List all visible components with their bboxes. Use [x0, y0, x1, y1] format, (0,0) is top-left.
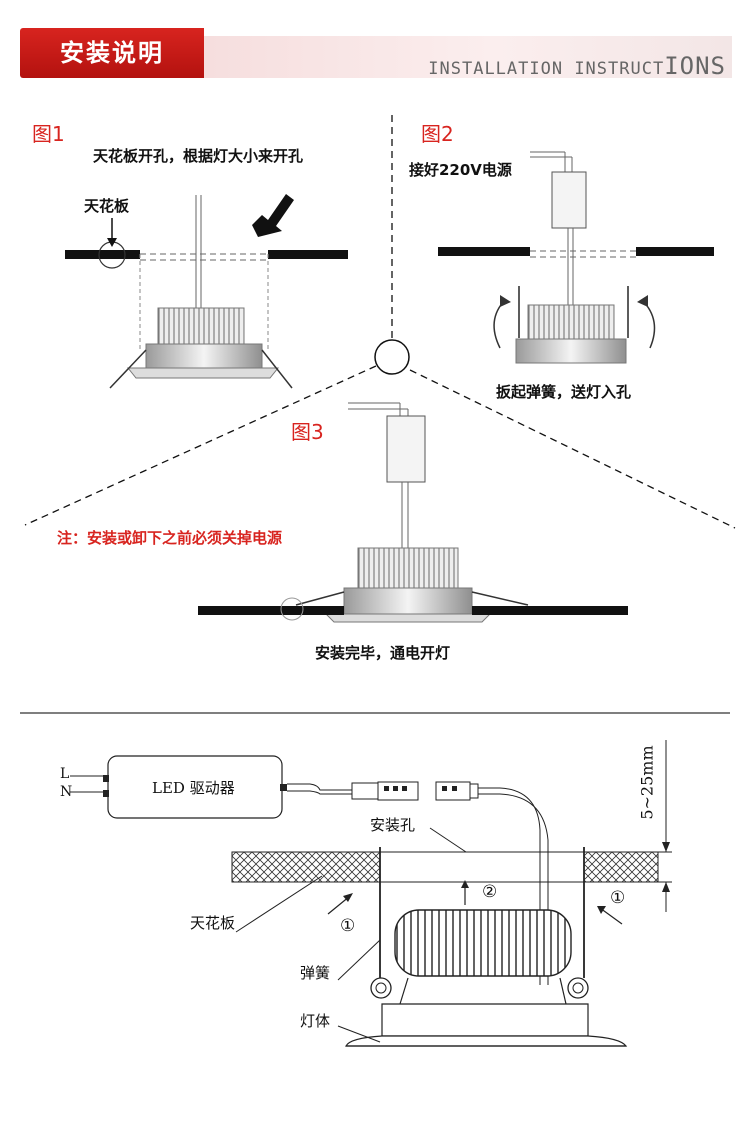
- fig2-power-caption: 接好220V电源: [409, 161, 512, 179]
- fig1-label: 图1: [32, 122, 65, 146]
- step-2-marker: ②: [482, 882, 498, 902]
- lamp-body-label: 灯体: [300, 1012, 331, 1030]
- header-bar: INSTALLATION INSTRUCTIONS: [204, 36, 732, 80]
- technical-diagram: [70, 740, 672, 1047]
- figure-dividers: [24, 115, 736, 529]
- ceiling-board-label: 天花板: [190, 914, 236, 932]
- fig2-drawing: [438, 151, 714, 364]
- fig3-done-caption: 安装完毕，通电开灯: [315, 644, 451, 662]
- mounting-hole-label: 安装孔: [370, 816, 416, 834]
- ceiling-label: 天花板: [84, 197, 130, 215]
- fig2-action-caption: 扳起弹簧，送灯入孔: [496, 383, 632, 401]
- fig1-caption: 天花板开孔，根据灯大小来开孔: [93, 147, 304, 165]
- header-english-title: INSTALLATION INSTRUCTIONS: [428, 52, 726, 80]
- spring-label: 弹簧: [300, 964, 331, 982]
- safety-warning: 注：安装或卸下之前必须关掉电源: [57, 529, 283, 547]
- step-1-marker-right: ①: [610, 888, 626, 908]
- fig1-drawing: [65, 194, 348, 389]
- thickness-dimension: 5~25mm: [637, 745, 657, 820]
- header-title: 安装说明: [60, 39, 164, 67]
- fig3-label: 图3: [291, 420, 324, 444]
- live-wire-label: L: [60, 766, 70, 782]
- fig2-label: 图2: [421, 122, 454, 146]
- step-1-marker-left: ①: [340, 916, 356, 936]
- fig3-drawing: [198, 402, 628, 623]
- neutral-wire-label: N: [60, 784, 73, 800]
- led-driver-label: LED 驱动器: [152, 779, 235, 797]
- header-red-block: [20, 28, 204, 78]
- section-header: INSTALLATION INSTRUCTIONS 安装说明: [20, 28, 732, 80]
